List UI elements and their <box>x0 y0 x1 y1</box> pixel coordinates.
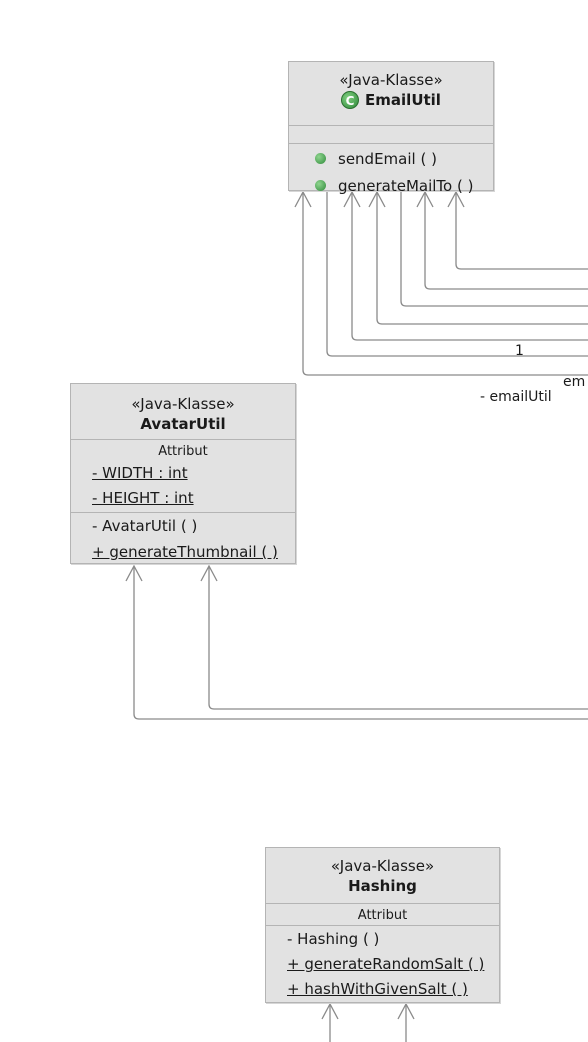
attributes-compartment: Attribut - WIDTH : int - HEIGHT : int <box>71 439 295 512</box>
class-header: «Java-Klasse» Hashing <box>266 848 499 895</box>
method-item[interactable]: generateMailTo ( ) <box>315 174 493 199</box>
class-header: «Java-Klasse» AvatarUtil <box>71 384 295 433</box>
method-item[interactable]: - Hashing ( ) <box>287 930 380 948</box>
class-header: «Java-Klasse» C EmailUtil <box>289 62 493 118</box>
class-box-hashing[interactable]: «Java-Klasse» Hashing Attribut - Hashing… <box>265 847 500 1003</box>
class-box-emailutil[interactable]: «Java-Klasse» C EmailUtil sendEmail ( ) … <box>288 61 494 195</box>
arrowhead-9 <box>397 1002 415 1020</box>
connector-avatarutil-1 <box>208 567 588 710</box>
attributes-title: Attribut <box>357 908 408 923</box>
arrowhead-3 <box>368 190 386 208</box>
arrowhead-2 <box>416 190 434 208</box>
connector-emailutil-6 <box>326 191 588 357</box>
class-c-icon: C <box>341 91 360 109</box>
connector-emailutil-3 <box>400 191 588 307</box>
method-item[interactable]: + generateRandomSalt ( ) <box>287 955 485 973</box>
class-name: AvatarUtil <box>140 415 226 433</box>
attributes-compartment: Attribut <box>266 903 499 925</box>
role-label-cut: em <box>563 374 586 390</box>
methods-compartment: sendEmail ( ) generateMailTo ( ) <box>289 143 493 199</box>
public-method-icon <box>315 180 326 191</box>
arrowhead-6 <box>200 564 218 582</box>
methods-compartment: - Hashing ( ) + generateRandomSalt ( ) +… <box>266 925 499 1002</box>
connector-emailutil-2 <box>424 193 588 290</box>
class-title-row: C EmailUtil <box>289 90 493 110</box>
arrowhead-5 <box>294 190 312 208</box>
role-label: - emailUtil <box>480 389 552 405</box>
attributes-list: - WIDTH : int - HEIGHT : int <box>71 461 295 511</box>
connector-emailutil-7 <box>302 193 588 376</box>
stereotype-label: «Java-Klasse» <box>330 857 435 875</box>
multiplicity-label: 1 <box>515 343 524 359</box>
connector-avatarutil-2 <box>133 567 588 720</box>
class-box-avatarutil[interactable]: «Java-Klasse» AvatarUtil Attribut - WIDT… <box>70 383 296 564</box>
stereotype-label: «Java-Klasse» <box>131 395 235 413</box>
arrowhead-7 <box>125 564 143 582</box>
arrowhead-1 <box>447 190 465 208</box>
method-item[interactable]: + hashWithGivenSalt ( ) <box>287 980 468 998</box>
method-item[interactable]: - AvatarUtil ( ) <box>92 517 198 535</box>
attributes-title: Attribut <box>158 444 208 459</box>
attributes-compartment <box>289 125 493 143</box>
stereotype-label: «Java-Klasse» <box>339 71 443 89</box>
arrowhead-4 <box>343 190 361 208</box>
connector-emailutil-5 <box>351 193 588 341</box>
attribute-item[interactable]: - HEIGHT : int <box>92 489 194 507</box>
connector-emailutil-4 <box>376 193 588 325</box>
public-method-icon <box>315 153 326 164</box>
class-name: Hashing <box>348 877 417 895</box>
connector-emailutil-1 <box>455 193 588 270</box>
methods-compartment: - AvatarUtil ( ) + generateThumbnail ( ) <box>71 512 295 565</box>
method-item[interactable]: + generateThumbnail ( ) <box>92 543 278 561</box>
arrowhead-8 <box>321 1002 339 1020</box>
attribute-item[interactable]: - WIDTH : int <box>92 464 188 482</box>
method-item[interactable]: sendEmail ( ) <box>315 147 493 172</box>
class-name: EmailUtil <box>365 91 441 109</box>
